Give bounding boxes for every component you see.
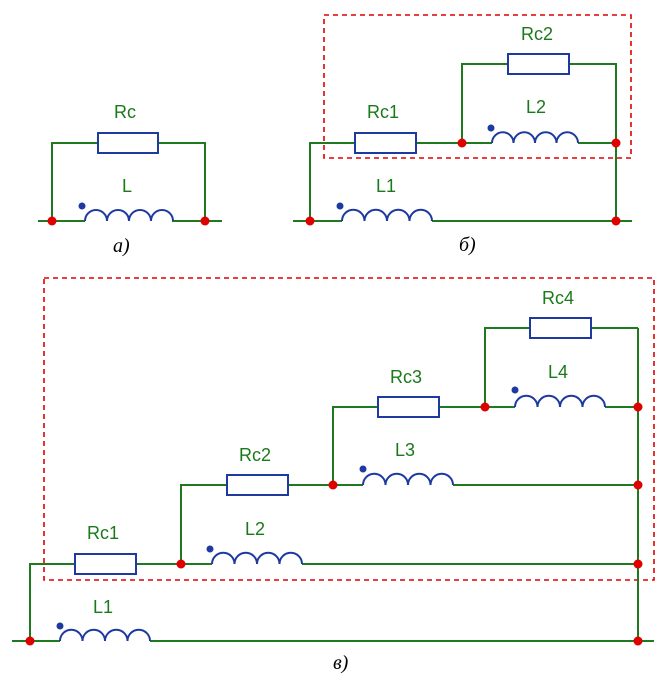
node [633,402,643,412]
inductor-l2 [211,551,303,565]
wire [461,63,617,221]
inductor-l1 [341,208,433,222]
polarity-marker [336,202,344,210]
wire [51,142,206,221]
inductor-l [84,209,174,222]
node [305,216,315,226]
diagram-a: Rc L а) [38,102,222,257]
node [176,559,186,569]
boundary-box [323,14,632,159]
inductor-l2 [491,131,579,144]
polarity-marker [206,545,214,553]
resistor-label-rc1: Rc1 [87,523,119,543]
wire [180,484,333,564]
wire [332,406,485,485]
caption-a: а) [113,235,130,257]
inductor-label-l1: L1 [376,176,396,196]
resistor-rc2 [507,53,570,75]
inductor-l4 [514,394,606,408]
node [457,138,467,148]
resistor-rc2 [226,474,289,496]
boundary-box [43,277,655,581]
polarity-marker [359,465,367,473]
inductor-label-l4: L4 [548,362,568,382]
inductor-label-l2: L2 [526,97,546,117]
polarity-marker [511,386,519,394]
inductor-label-l: L [122,176,132,196]
diagram-b: Rc1 Rc2 L1 L2 б) [293,14,632,256]
caption-c: в) [333,652,349,674]
polarity-marker [56,622,64,630]
inductor-label-l3: L3 [395,440,415,460]
wire [309,142,462,221]
node [47,216,57,226]
node [480,402,490,412]
polarity-marker [487,124,495,132]
inductor-l1 [59,628,151,642]
diagram-c: Rc1 Rc2 Rc3 Rc4 L1 L2 L3 L4 в) [12,277,655,674]
node [611,216,621,226]
resistor-rc1 [74,553,137,575]
resistor-rc3 [377,396,440,418]
node [200,216,210,226]
node [633,559,643,569]
resistor-label-rc: Rc [114,102,136,122]
resistor-label-rc2: Rc2 [521,24,553,44]
resistor-rc1 [354,132,417,154]
inductor-label-l1: L1 [93,597,113,617]
node [611,138,621,148]
caption-b: б) [459,234,476,256]
resistor-rc4 [529,317,592,339]
polarity-marker [78,202,86,210]
resistor-label-rc3: Rc3 [390,367,422,387]
node [633,636,643,646]
resistor-label-rc4: Rc4 [542,288,574,308]
node [633,480,643,490]
wire [29,563,75,641]
wire [484,327,638,407]
resistor-rc [97,132,159,154]
inductor-l3 [362,472,454,486]
resistor-label-rc2: Rc2 [239,445,271,465]
node [25,636,35,646]
resistor-label-rc1: Rc1 [367,102,399,122]
inductor-label-l2: L2 [245,519,265,539]
node [328,480,338,490]
